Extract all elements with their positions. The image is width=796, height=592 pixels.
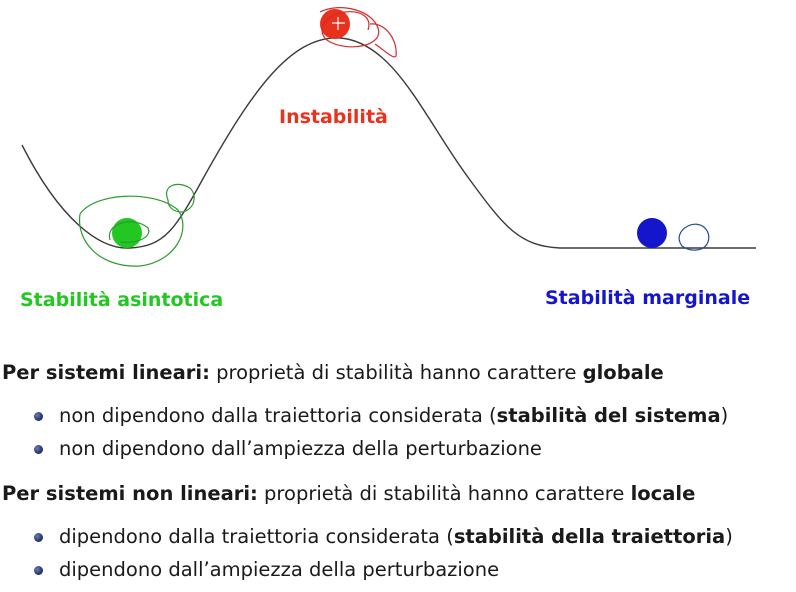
linear-heading-emph: globale [582,361,664,384]
label-instability: Instabilità [279,106,388,128]
linear-heading-bold: Per sistemi lineari: [2,361,210,384]
bullet-text-end: ) [725,525,733,548]
unstable-ball [320,9,350,39]
red-annotation-scribble [319,7,397,58]
bullet-emph: stabilità del sistema [496,404,721,427]
nonlinear-heading-text: proprietà di stabilità hanno carattere [257,482,631,505]
bullet-text-end: ) [720,404,729,427]
nonlinear-systems-list: dipendono dalla traiettoria considerata … [30,526,733,592]
bullet-text: dipendono dall’ampiezza della perturbazi… [59,558,500,581]
bullet-text: dipendono dalla traiettoria considerata … [59,525,454,548]
nonlinear-heading-bold: Per sistemi non lineari: [2,482,258,505]
bullet-emph: stabilità della traiettoria [453,525,726,548]
label-asymptotic-stability: Stabilità asintotica [20,289,224,311]
marginal-ball [637,218,667,248]
bullet-text: non dipendono dalla traiettoria consider… [59,404,497,427]
cursor-cross-icon [332,17,345,30]
bullet-text: non dipendono dall’ampiezza della pertur… [59,437,542,460]
blue-annotation-scribble [678,223,710,251]
green-annotation-scribble [78,183,195,267]
nonlinear-heading-emph: locale [630,482,696,505]
linear-systems-list: non dipendono dalla traiettoria consider… [30,405,728,471]
list-item: non dipendono dall’ampiezza della pertur… [30,438,728,471]
nonlinear-systems-heading: Per sistemi non lineari: proprietà di st… [2,482,695,505]
list-item: dipendono dalla traiettoria considerata … [30,526,733,559]
linear-heading-text: proprietà di stabilità hanno carattere [209,361,583,384]
list-item: dipendono dall’ampiezza della perturbazi… [30,559,733,592]
stability-diagram [21,7,756,267]
asymptotic-ball [112,218,142,248]
list-item: non dipendono dalla traiettoria consider… [30,405,728,438]
landscape-curve [21,37,756,249]
label-marginal-stability: Stabilità marginale [545,287,751,309]
linear-systems-heading: Per sistemi lineari: proprietà di stabil… [2,361,664,384]
